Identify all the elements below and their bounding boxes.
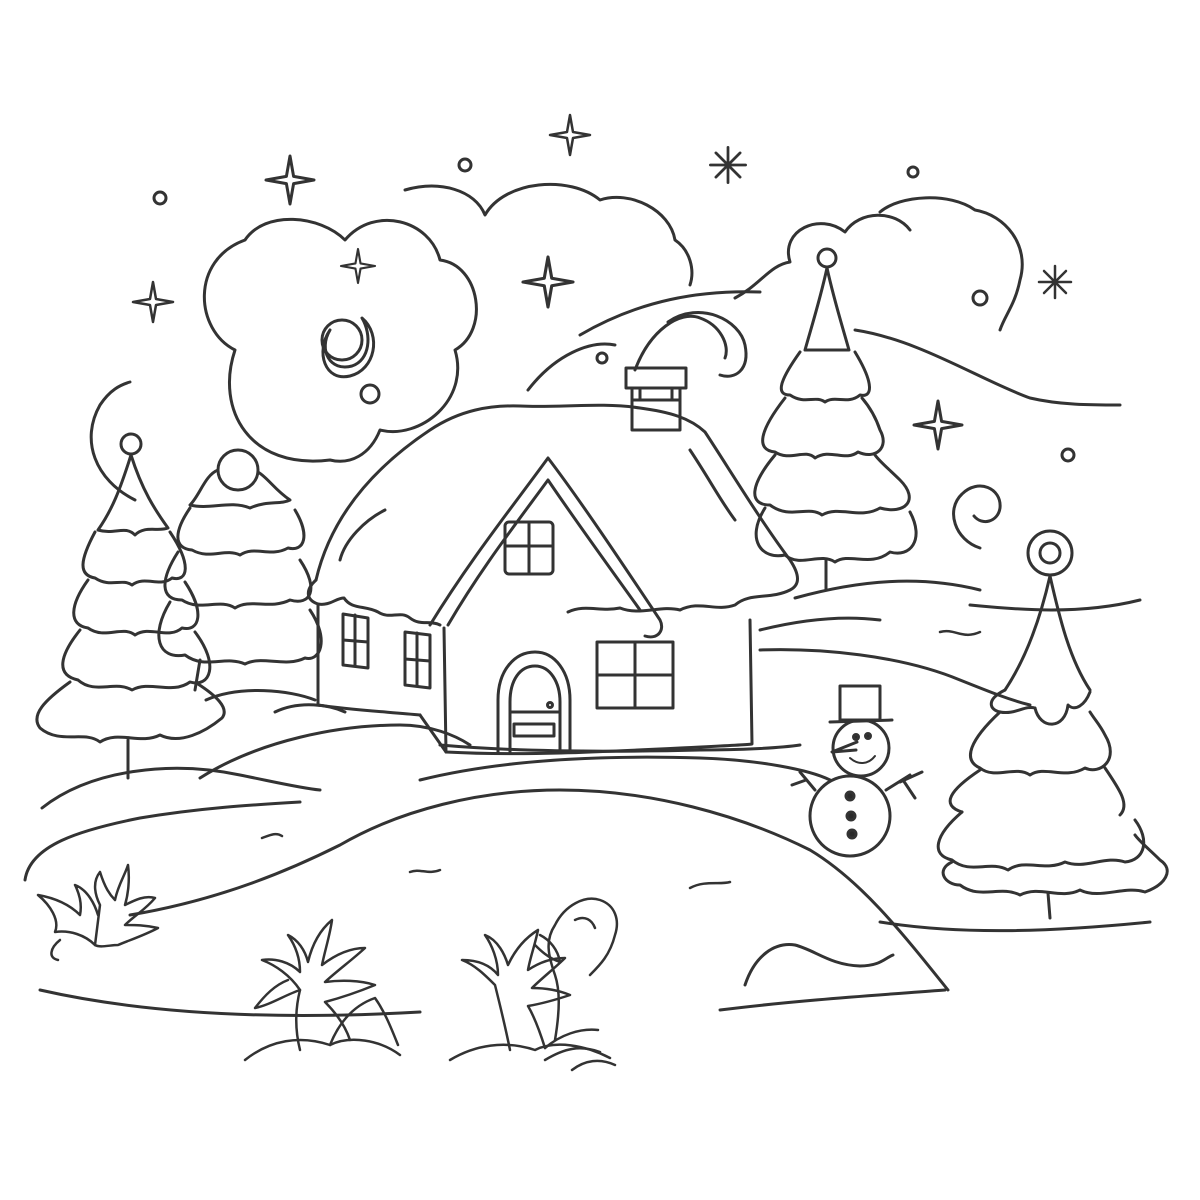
pine-tree-icon [157,448,323,692]
snowman-body [808,774,892,858]
chimney [624,366,688,432]
snow-hills [23,579,1152,1018]
wall-left [316,602,422,717]
bush-icon [448,928,612,1062]
snowman-icon [790,684,924,858]
star-dot [595,351,609,365]
gable [428,456,664,639]
attic-window [503,520,555,576]
side-window [403,630,432,690]
star-dot [1060,447,1076,463]
snowman-hat [838,684,882,722]
star-dot [906,165,920,179]
star-dot [457,157,473,173]
star-icon [708,145,748,185]
snowman-arm-left [790,770,817,792]
star-dot [971,289,989,307]
cloud-left-icon [202,182,694,463]
front-window [595,640,675,710]
star-icon [264,154,316,206]
wind-swirl-left [89,380,137,502]
door [496,650,572,754]
star-dot [359,383,381,405]
snowman-arm-right [884,770,924,800]
swirl-decoration [952,484,1002,550]
side-window [341,612,370,670]
star-icon [1037,264,1073,300]
roof [314,403,799,614]
star-icon [548,113,592,157]
cottage-icon [306,366,799,756]
bush-icon [243,918,402,1062]
snow-marks [260,629,982,890]
wall-front [442,618,754,756]
star-icon [521,255,575,309]
snow-mound [533,897,619,1072]
pine-tree-icon [936,529,1169,920]
pine-tree-icon [35,432,226,780]
stars [131,113,1076,463]
pine-tree-icon [753,247,918,592]
star-dot [152,190,168,206]
moon-icon [320,316,376,379]
star-icon [339,247,377,285]
chimney-smoke [526,311,748,392]
bush-icon [36,863,160,962]
star-icon [131,280,175,324]
star-icon [912,399,964,451]
cloud-right-icon [578,196,1122,407]
